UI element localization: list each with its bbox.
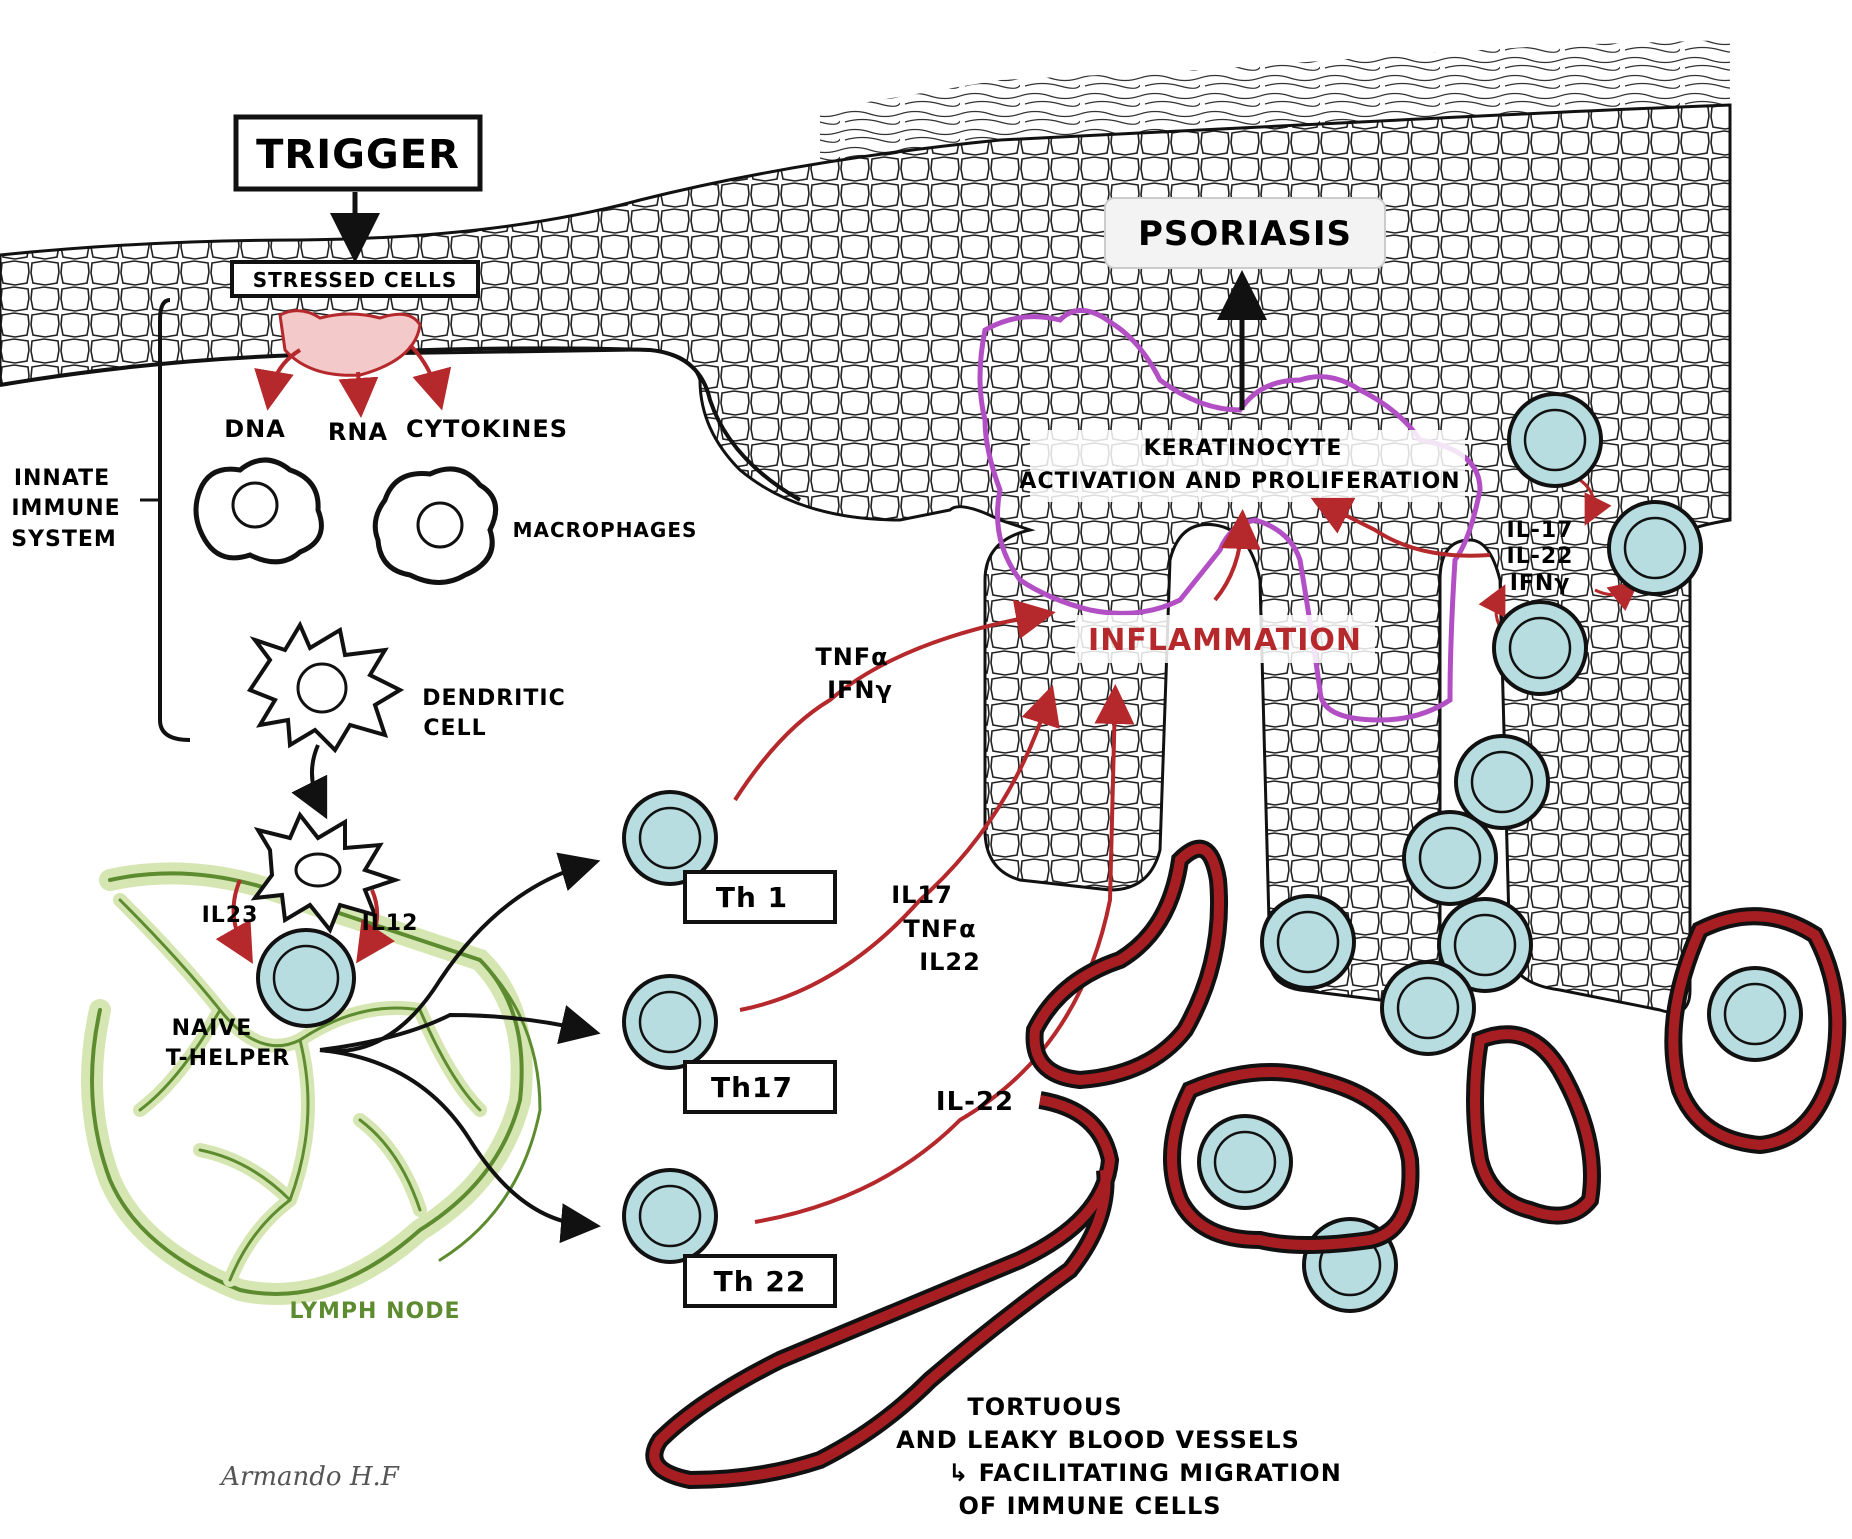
rna-label: RNA [328,418,388,446]
il12-arrow [356,889,395,964]
th17-nucleus [638,990,702,1054]
th1-label: Th 1 [716,881,788,914]
th17-box [683,1060,837,1114]
arrow-to-cytokines [408,343,452,411]
naive-label-line2: T-HELPER [166,1046,290,1071]
feedback-cytokine-2: IL-22 [1507,544,1574,569]
th22-box [683,1254,837,1308]
artist-signature: Armando H.F [219,1462,400,1492]
vessels-caption-line4: OF IMMUNE CELLS [958,1492,1221,1520]
stressed-cells-box [230,260,480,298]
th1-cytokine-2: IFNγ [827,676,893,704]
psoriasis-label: PSORIASIS [1138,214,1352,254]
arrow-to-th1 [319,852,601,1054]
innate-bracket [158,298,191,742]
stressed-cells-cluster [278,309,422,377]
feedback-arrow [1310,497,1491,558]
arrow-to-th17 [319,1005,601,1052]
naive-label-line1: NAIVE [172,1016,253,1041]
dendritic-label-line1: DENDRITIC [422,686,565,711]
inflammation-label: INFLAMMATION [1088,623,1362,658]
th17-cytokine-1: IL17 [891,881,953,909]
psoriasis-label-bg [1104,197,1386,269]
keratinocyte-label-line1: KERATINOCYTE [1144,436,1343,461]
epidermis [0,103,1732,1014]
vessels-caption-line3: ↳ FACILITATING MIGRATION [948,1459,1342,1487]
macrophage-2-nucleus [416,501,464,549]
vessels-caption-line2: AND LEAKY BLOOD VESSELS [896,1426,1300,1454]
basement-membrane [0,346,801,502]
blood-vessels [645,839,1847,1490]
th22-label: Th 22 [714,1265,807,1298]
feedback-cytokine-1: IL-17 [1507,518,1574,543]
dendritic-label-line2: CELL [423,716,486,741]
arrow-to-rna [338,371,379,418]
trigger-box [233,114,483,192]
keratinocyte-activation-region [977,308,1483,723]
arrow-to-th22 [319,1048,601,1244]
dendritic-down-arrow [291,744,328,820]
cytokines-label: CYTOKINES [406,415,568,443]
keratinocyte-label-bg [1030,430,1465,502]
il23-arrow [215,879,253,964]
dna-label: DNA [224,415,286,443]
stressed-cells-label: STRESSED CELLS [253,268,457,292]
inflammation-label-bg [1075,615,1375,663]
innate-label-line3: SYSTEM [11,527,117,552]
feedback-arrow-small-2 [1594,580,1640,611]
vessels-caption-line1: TORTUOUS [967,1393,1122,1421]
arrow-to-dna [254,348,302,411]
feedback-arrow-small-1 [1579,478,1612,526]
inflammation-to-keratinocyte-arrow [1213,509,1261,602]
th22-nucleus [638,1184,702,1248]
th17-cytokine-2: TNFα [903,915,976,943]
dendritic-cell-nucleus [296,662,348,714]
feedback-cytokine-3: IFNγ [1510,571,1571,596]
th1-cytokine-1: TNFα [815,643,888,671]
macrophage-1-nucleus [231,481,279,529]
th17-cytokine-arrow [739,684,1060,1012]
il12-label: IL12 [362,911,419,936]
naive-t-helper-nucleus [272,944,340,1012]
th1-cytokine-arrow [733,599,1056,802]
th17-cytokine-3: IL22 [919,948,981,976]
keratinocyte-label-line2: ACTIVATION AND PROLIFERATION [1019,469,1460,494]
th17-label: Th17 [711,1071,793,1104]
activated-dendritic-nucleus [294,852,342,888]
th22-cytokine-label: IL-22 [936,1087,1014,1117]
lymph-node-label: LYMPH NODE [289,1299,460,1324]
innate-label-line1: INNATE [14,466,110,491]
trigger-label: TRIGGER [256,132,460,178]
innate-label-line2: IMMUNE [11,496,120,521]
th1-nucleus [638,806,702,870]
macrophages-label: MACROPHAGES [513,518,698,542]
il23-label: IL23 [202,903,259,928]
th1-box [683,870,837,924]
